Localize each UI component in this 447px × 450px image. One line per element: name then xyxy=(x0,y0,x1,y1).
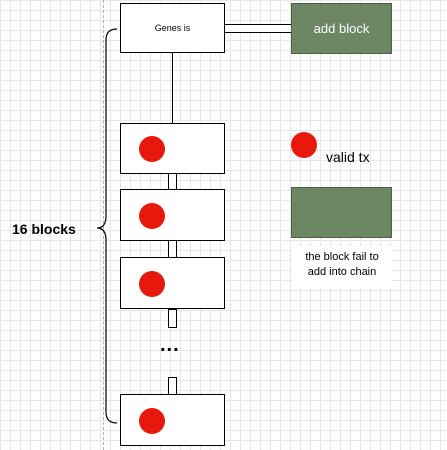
valid-tx-dot xyxy=(139,271,165,297)
valid-tx-dot xyxy=(139,408,165,434)
genesis-add-connector xyxy=(224,24,292,33)
valid-tx-dot xyxy=(139,203,165,229)
curly-brace xyxy=(96,28,118,424)
genesis-label: Genes is xyxy=(154,23,191,33)
valid-tx-dot xyxy=(139,136,165,162)
add-block-button[interactable]: add block xyxy=(291,3,392,54)
ellipsis-label: ... xyxy=(160,334,180,356)
legend-valid-tx-dot xyxy=(291,132,317,158)
chain-block-1 xyxy=(120,123,225,174)
legend-fail-line2: add into chain xyxy=(307,266,377,278)
chain-block-2 xyxy=(120,189,225,241)
block-link-2 xyxy=(168,240,177,258)
genesis-chain-line xyxy=(172,53,173,123)
block-link-1 xyxy=(168,173,177,190)
legend-fail-line1: the block fail to xyxy=(305,251,379,263)
block-link-3 xyxy=(168,309,177,328)
legend-fail-block xyxy=(291,187,392,238)
legend-fail-caption: the block fail to add into chain xyxy=(292,246,392,288)
chain-block-last xyxy=(120,394,225,446)
chain-block-3 xyxy=(120,257,225,309)
genesis-block: Genes is xyxy=(120,3,225,53)
block-link-4 xyxy=(168,377,177,395)
legend-valid-tx-label: valid tx xyxy=(326,149,370,165)
blocks-count-label: 16 blocks xyxy=(12,221,76,237)
add-block-label: add block xyxy=(313,21,370,36)
